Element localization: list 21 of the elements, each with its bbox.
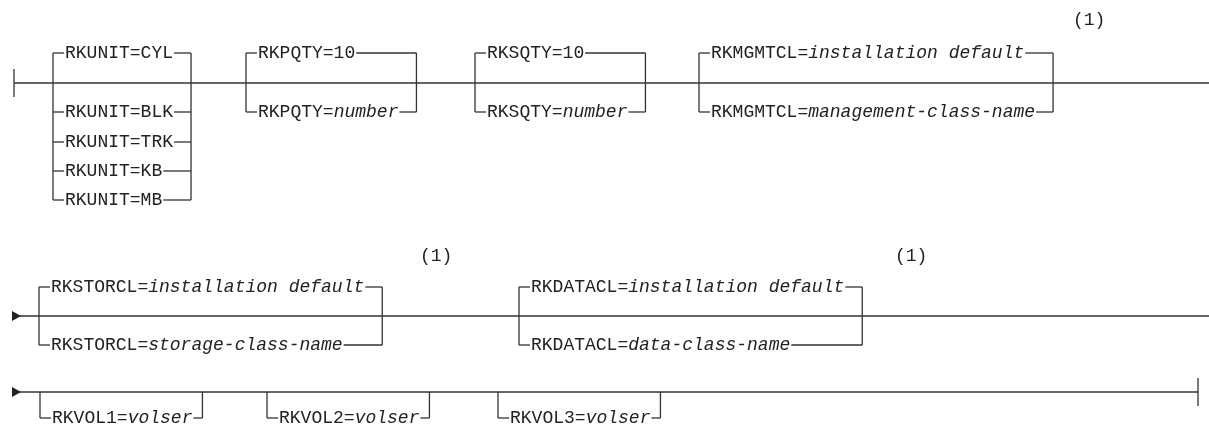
syntax-option: RKUNIT=CYL xyxy=(65,42,174,64)
syntax-option: RKPQTY=10 xyxy=(258,42,356,64)
syntax-option: RKUNIT=BLK xyxy=(65,101,174,123)
syntax-option: RKVOL1=volser xyxy=(52,407,193,429)
syntax-option: RKDATACL=installation default xyxy=(531,276,845,298)
footnote-reference: (1) xyxy=(895,245,928,267)
footnote-reference: (1) xyxy=(1073,9,1106,31)
syntax-option: RKVOL2=volser xyxy=(279,407,420,429)
syntax-option: RKSQTY=number xyxy=(487,101,628,123)
syntax-option: RKSTORCL=installation default xyxy=(51,276,365,298)
footnote-reference: (1) xyxy=(420,245,453,267)
syntax-option: RKSQTY=10 xyxy=(487,42,585,64)
syntax-option: RKMGMTCL=installation default xyxy=(711,42,1025,64)
syntax-option: RKUNIT=KB xyxy=(65,160,163,182)
syntax-option: RKUNIT=MB xyxy=(65,189,163,211)
syntax-option: RKMGMTCL=management-class-name xyxy=(711,101,1036,123)
syntax-option: RKPQTY=number xyxy=(258,101,399,123)
syntax-option: RKUNIT=TRK xyxy=(65,131,174,153)
syntax-option: RKVOL3=volser xyxy=(510,407,651,429)
syntax-option: RKDATACL=data-class-name xyxy=(531,334,791,356)
syntax-option: RKSTORCL=storage-class-name xyxy=(51,334,343,356)
